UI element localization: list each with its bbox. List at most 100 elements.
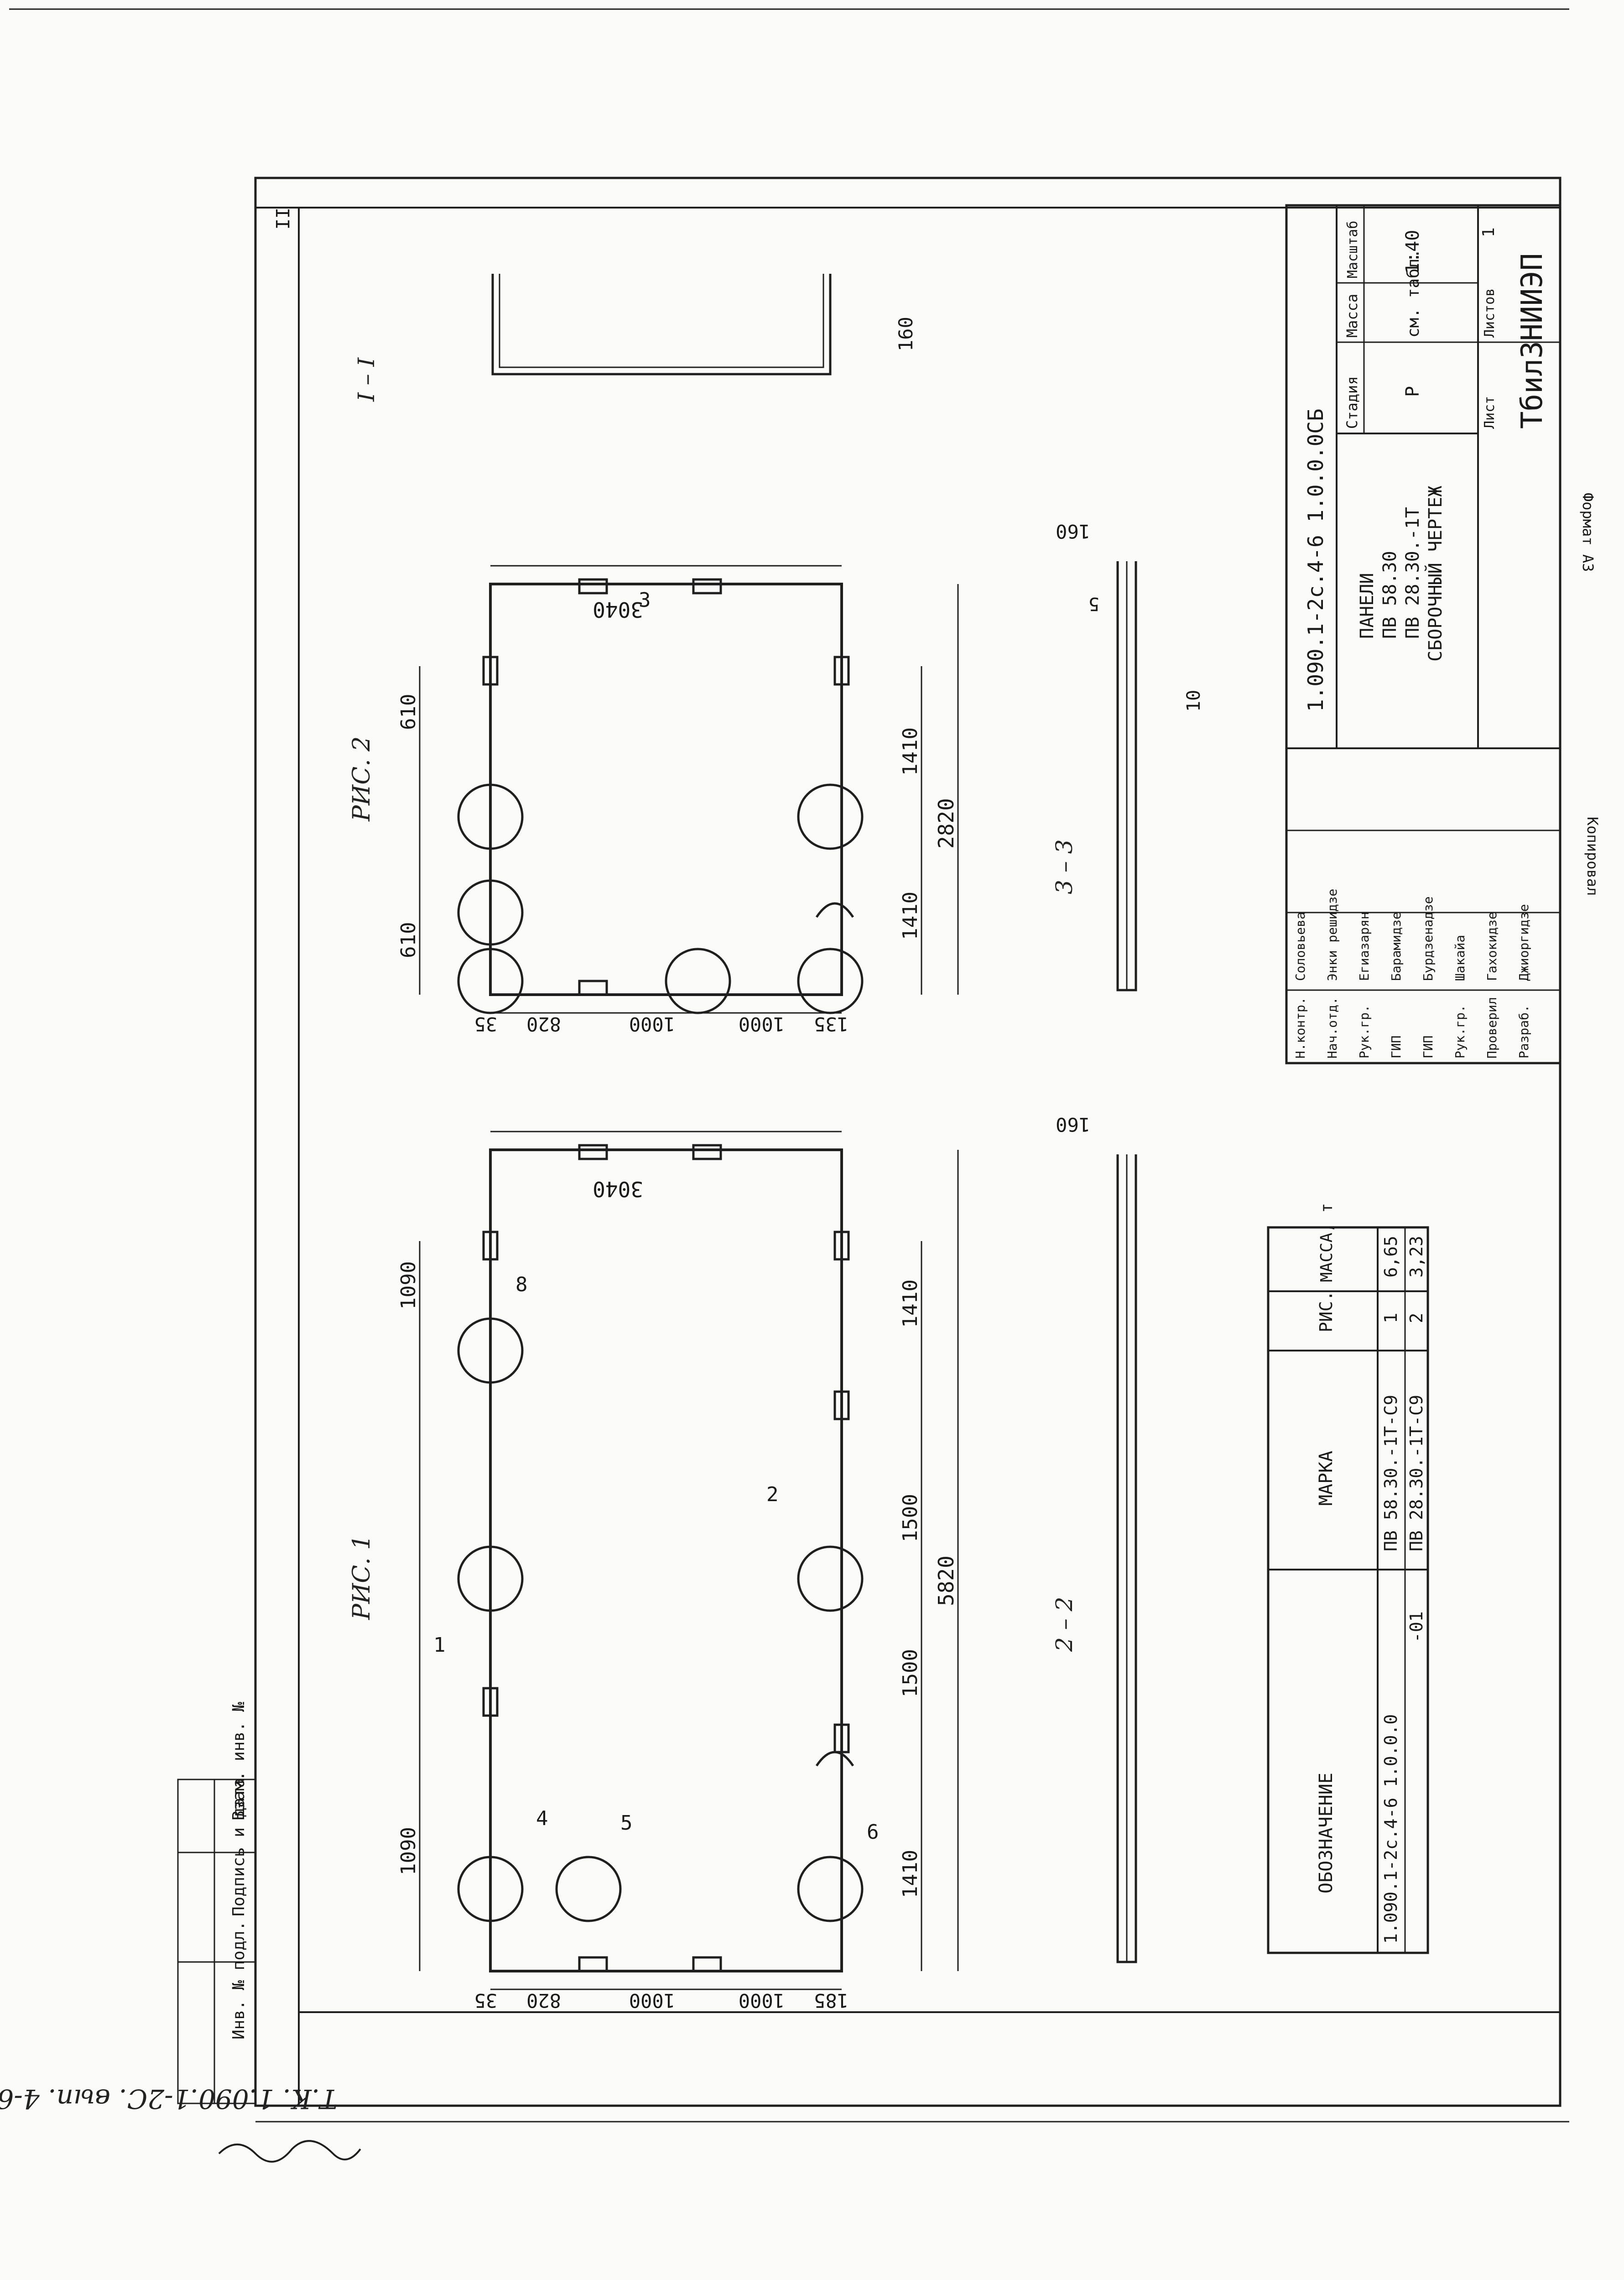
spec-row2-fig: 2 — [1406, 1313, 1426, 1323]
callout-5: 5 — [620, 1811, 633, 1835]
fig2-row-135: 135 — [814, 1013, 848, 1035]
callout-6: 6 — [867, 1821, 879, 1844]
title-block — [1285, 204, 1562, 1064]
stage-value: Р — [1402, 386, 1423, 397]
fig1-top-1090-a: 1090 — [397, 1261, 420, 1310]
role-4: ГИП — [1389, 1035, 1404, 1059]
panel-2-outline — [489, 583, 843, 996]
part-circle — [457, 1856, 524, 1922]
spec-header-mark: МАРКА — [1316, 1451, 1337, 1506]
fig1-seg-1410-right: 1410 — [899, 1279, 922, 1328]
mass-value: см. табл. — [1404, 249, 1423, 338]
figure-2: РИС. 2 3040 2820 1410 1410 610 610 35 82… — [348, 565, 959, 1035]
role-6: Рук.гр. — [1452, 1005, 1468, 1059]
copied-label: Копировал — [1584, 817, 1601, 896]
part-circle — [797, 1545, 864, 1612]
fig2-seg-1410-b: 1410 — [899, 892, 922, 940]
fig2-top-610-a: 610 — [397, 694, 420, 730]
fig1-height: 3040 — [593, 1177, 643, 1201]
title-line-4: СБОРОЧНЫЙ ЧЕРТЕЖ — [1424, 486, 1446, 662]
fig2-length: 2820 — [934, 798, 958, 849]
roles-list: Н.контр. Соловьева Нач.отд. Энки решидзе… — [1293, 889, 1531, 1059]
role-5: ГИП — [1421, 1035, 1436, 1059]
role-1: Н.контр. — [1293, 997, 1308, 1059]
role-7: Проверил — [1484, 997, 1499, 1059]
fig1-seg-1410-left: 1410 — [899, 1850, 922, 1898]
side-top-letter: II — [271, 208, 292, 230]
spec-header-mass: МАССА, т — [1317, 1203, 1336, 1282]
fig2-title: РИС. 2 — [348, 736, 375, 822]
callout-8: 8 — [515, 1273, 528, 1296]
fig2-row-1000-a: 1000 — [629, 1013, 675, 1035]
sec-160-c: 160 — [895, 317, 917, 351]
mass-label: Масса — [1343, 294, 1361, 338]
fig1-row-185: 185 — [814, 1989, 848, 2012]
fig2-row-1000-b: 1000 — [739, 1013, 785, 1035]
section-3-3: 3 – 3 — [1051, 840, 1077, 894]
spec-row1-designation: 1.090.1-2с.4-6 1.0.0.0 — [1381, 1714, 1401, 1944]
fig1-title: РИС. 1 — [348, 1535, 375, 1620]
spec-header-fig: РИС. — [1316, 1290, 1336, 1332]
sec-160-b: 160 — [1056, 1113, 1090, 1136]
left-strip-3: Взам. инв. № — [229, 1702, 248, 1821]
left-strip-1: Инв. № подл. — [229, 1921, 248, 2040]
callout-3: 3 — [639, 589, 651, 612]
spec-row1-mass: 6,65 — [1381, 1236, 1401, 1278]
role-3: Рук.гр. — [1357, 1005, 1372, 1059]
part-circle — [457, 1317, 524, 1384]
spec-row2-mass: 3,23 — [1406, 1236, 1426, 1278]
sec-5: 5 — [1088, 593, 1099, 614]
stage-label: Стадия — [1343, 376, 1361, 429]
left-strip — [177, 1779, 256, 2104]
title-line-2: ПВ 58.30 — [1379, 551, 1400, 639]
name-8: Джиоргидзе — [1516, 904, 1531, 981]
name-4: Барамидзе — [1389, 912, 1404, 981]
name-6: Шакайа — [1452, 935, 1468, 981]
fig2-row-820: 820 — [526, 1013, 561, 1035]
name-5: Бурдзенадзе — [1421, 897, 1436, 981]
scale-label: Масштаб — [1345, 221, 1361, 278]
panel-1-outline — [489, 1148, 843, 1972]
title-line-1: ПАНЕЛИ — [1357, 573, 1378, 639]
role-8: Разраб. — [1516, 1005, 1531, 1059]
part-circle — [797, 1856, 864, 1922]
sec-160-a: 160 — [1056, 520, 1090, 543]
callout-1: 1 — [433, 1633, 446, 1657]
spec-row2-designation: -01 — [1406, 1611, 1426, 1643]
format-label: Формат А3 — [1579, 493, 1597, 572]
sections: I – I 3 – 3 2 – 2 160 160 160 5 10 — [353, 274, 1204, 1963]
fig2-top-610-b: 610 — [397, 922, 420, 958]
title-line-3: ПВ 28.30.-1Т — [1402, 507, 1423, 639]
spec-table — [1267, 1226, 1429, 1954]
left-strip-2: Подпись и дата — [229, 1778, 248, 1916]
part-circle — [665, 948, 731, 1014]
sheets-value: 1 — [1479, 227, 1498, 237]
part-circle — [457, 783, 524, 850]
fig2-height: 3040 — [593, 597, 643, 622]
spec-row1-mark: ПВ 58.30.-1Т-С9 — [1381, 1395, 1401, 1551]
fig1-row-1000-b: 1000 — [739, 1989, 785, 2012]
sheets-label: Листов — [1482, 288, 1498, 338]
spec-row2-mark: ПВ 28.30.-1Т-С9 — [1406, 1395, 1426, 1551]
part-circle — [797, 948, 864, 1014]
fig1-length: 5820 — [934, 1555, 958, 1606]
name-1: Соловьева — [1293, 912, 1308, 981]
name-2: Энки решидзе — [1325, 889, 1340, 981]
side-stamp: Т.К. 1.090.1-2С. вып. 4-6 — [0, 2083, 338, 2114]
part-circle — [797, 783, 864, 850]
section-2-2: 2 – 2 — [1051, 1597, 1077, 1652]
section-1-1: I – I — [353, 357, 380, 402]
fig1-seg-1500-b: 1500 — [899, 1649, 922, 1697]
figure-1: РИС. 1 3040 5820 1410 1500 1500 1410 109… — [348, 1131, 959, 2012]
spec-row1-fig: 1 — [1381, 1313, 1401, 1323]
part-circle — [457, 1545, 524, 1612]
part-circle — [555, 1856, 622, 1922]
name-7: Гахокидзе — [1484, 912, 1499, 981]
fig1-row-1000-a: 1000 — [629, 1989, 675, 2012]
scale-value: 1:40 — [1402, 230, 1423, 274]
part-circle — [457, 879, 524, 946]
callout-4: 4 — [536, 1807, 548, 1830]
org-name: ТбилЗНИИЭП — [1515, 253, 1549, 429]
sec-10: 10 — [1183, 690, 1204, 712]
sheet-label: Лист — [1482, 396, 1498, 429]
